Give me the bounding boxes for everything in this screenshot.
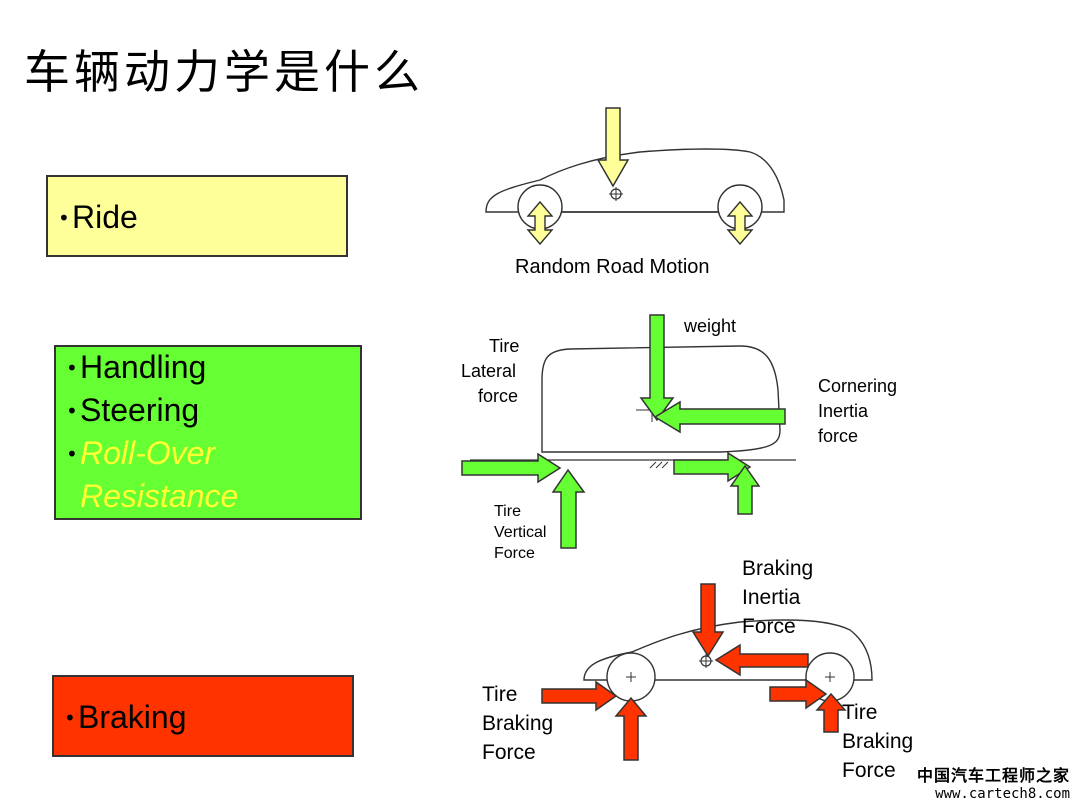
lateral-arrow-left [461,452,562,484]
braking-inertia-left-arrow [714,643,809,677]
ride-car-outline [485,148,785,213]
tire-vertical-label-2: Vertical [494,524,546,541]
steering-label: Steering [80,392,200,428]
ride-down-arrow [596,107,630,188]
handling-box: • Handling • Steering • Roll-Over Resist… [54,345,362,520]
watermark-title: 中国汽车工程师之家 [916,766,1070,785]
tire-braking-arrow-right [769,678,828,710]
handling-item: • Handling [66,349,206,386]
ride-double-arrow-rear [726,200,754,246]
vertical-arrow-left [551,468,586,549]
bullet-icon: • [66,441,78,466]
tire-vertical-label-3: Force [494,545,535,562]
steering-item: • Steering [66,392,199,429]
resistance-item: Resistance [80,478,238,515]
tire-lateral-label-3: force [478,386,518,406]
bullet-icon: • [66,398,78,423]
page-title: 车辆动力学是什么 [24,45,424,99]
bullet-icon: • [58,205,70,230]
braking-box: • Braking [52,675,354,757]
ride-double-arrow-front [526,200,554,246]
ride-box: • Ride [46,175,348,257]
ride-label: Ride [72,199,138,235]
handling-car-body [541,345,781,453]
tire-braking-left-label-2: Braking [482,712,553,735]
tire-vertical-label-1: Tire [494,503,521,520]
tire-braking-right-label-3: Force [842,759,896,782]
bullet-icon: • [66,355,78,380]
ride-item: • Ride [58,199,138,236]
handling-diagram: weight Tire Lateral force Cornering Iner… [461,314,897,562]
rollover-label: Roll-Over [80,435,216,471]
ride-caption: Random Road Motion [515,256,710,278]
cg-icon [609,187,623,201]
braking-inertia-label-2: Inertia [742,586,801,609]
weight-arrow [639,314,675,422]
cornering-arrow [653,400,786,434]
braking-diagram: Braking Inertia Force Tire Braking Force… [482,557,913,782]
tire-braking-left-label-3: Force [482,741,536,764]
braking-cg-icon [699,654,713,668]
braking-label: Braking [78,699,187,735]
rollover-item: • Roll-Over [66,435,215,472]
tire-braking-right-label-1: Tire [842,701,877,724]
bullet-icon: • [64,705,76,730]
cornering-label-1: Cornering [818,376,897,396]
vertical-arrow-right [729,464,761,515]
tire-lateral-label-2: Lateral [461,361,516,381]
tire-braking-left-label-1: Tire [482,683,517,706]
tire-braking-right-label-2: Braking [842,730,913,753]
watermark-url: www.cartech8.com [935,786,1070,802]
tire-vertical-arrow-left [614,696,648,761]
tire-lateral-label-1: Tire [489,336,519,356]
tire-braking-arrow-left [541,680,618,712]
handling-label: Handling [80,349,207,385]
weight-label: weight [683,316,736,336]
cornering-label-2: Inertia [818,401,869,421]
braking-inertia-label-3: Force [742,615,796,638]
braking-inertia-label-1: Braking [742,557,813,580]
ride-diagram: Random Road Motion [485,107,785,278]
braking-item: • Braking [64,699,187,736]
tire-vertical-arrow-right [815,692,847,733]
cornering-label-3: force [818,426,858,446]
braking-car-outline [583,619,873,681]
resistance-label: Resistance [80,478,239,514]
braking-inertia-down-arrow [691,583,725,658]
